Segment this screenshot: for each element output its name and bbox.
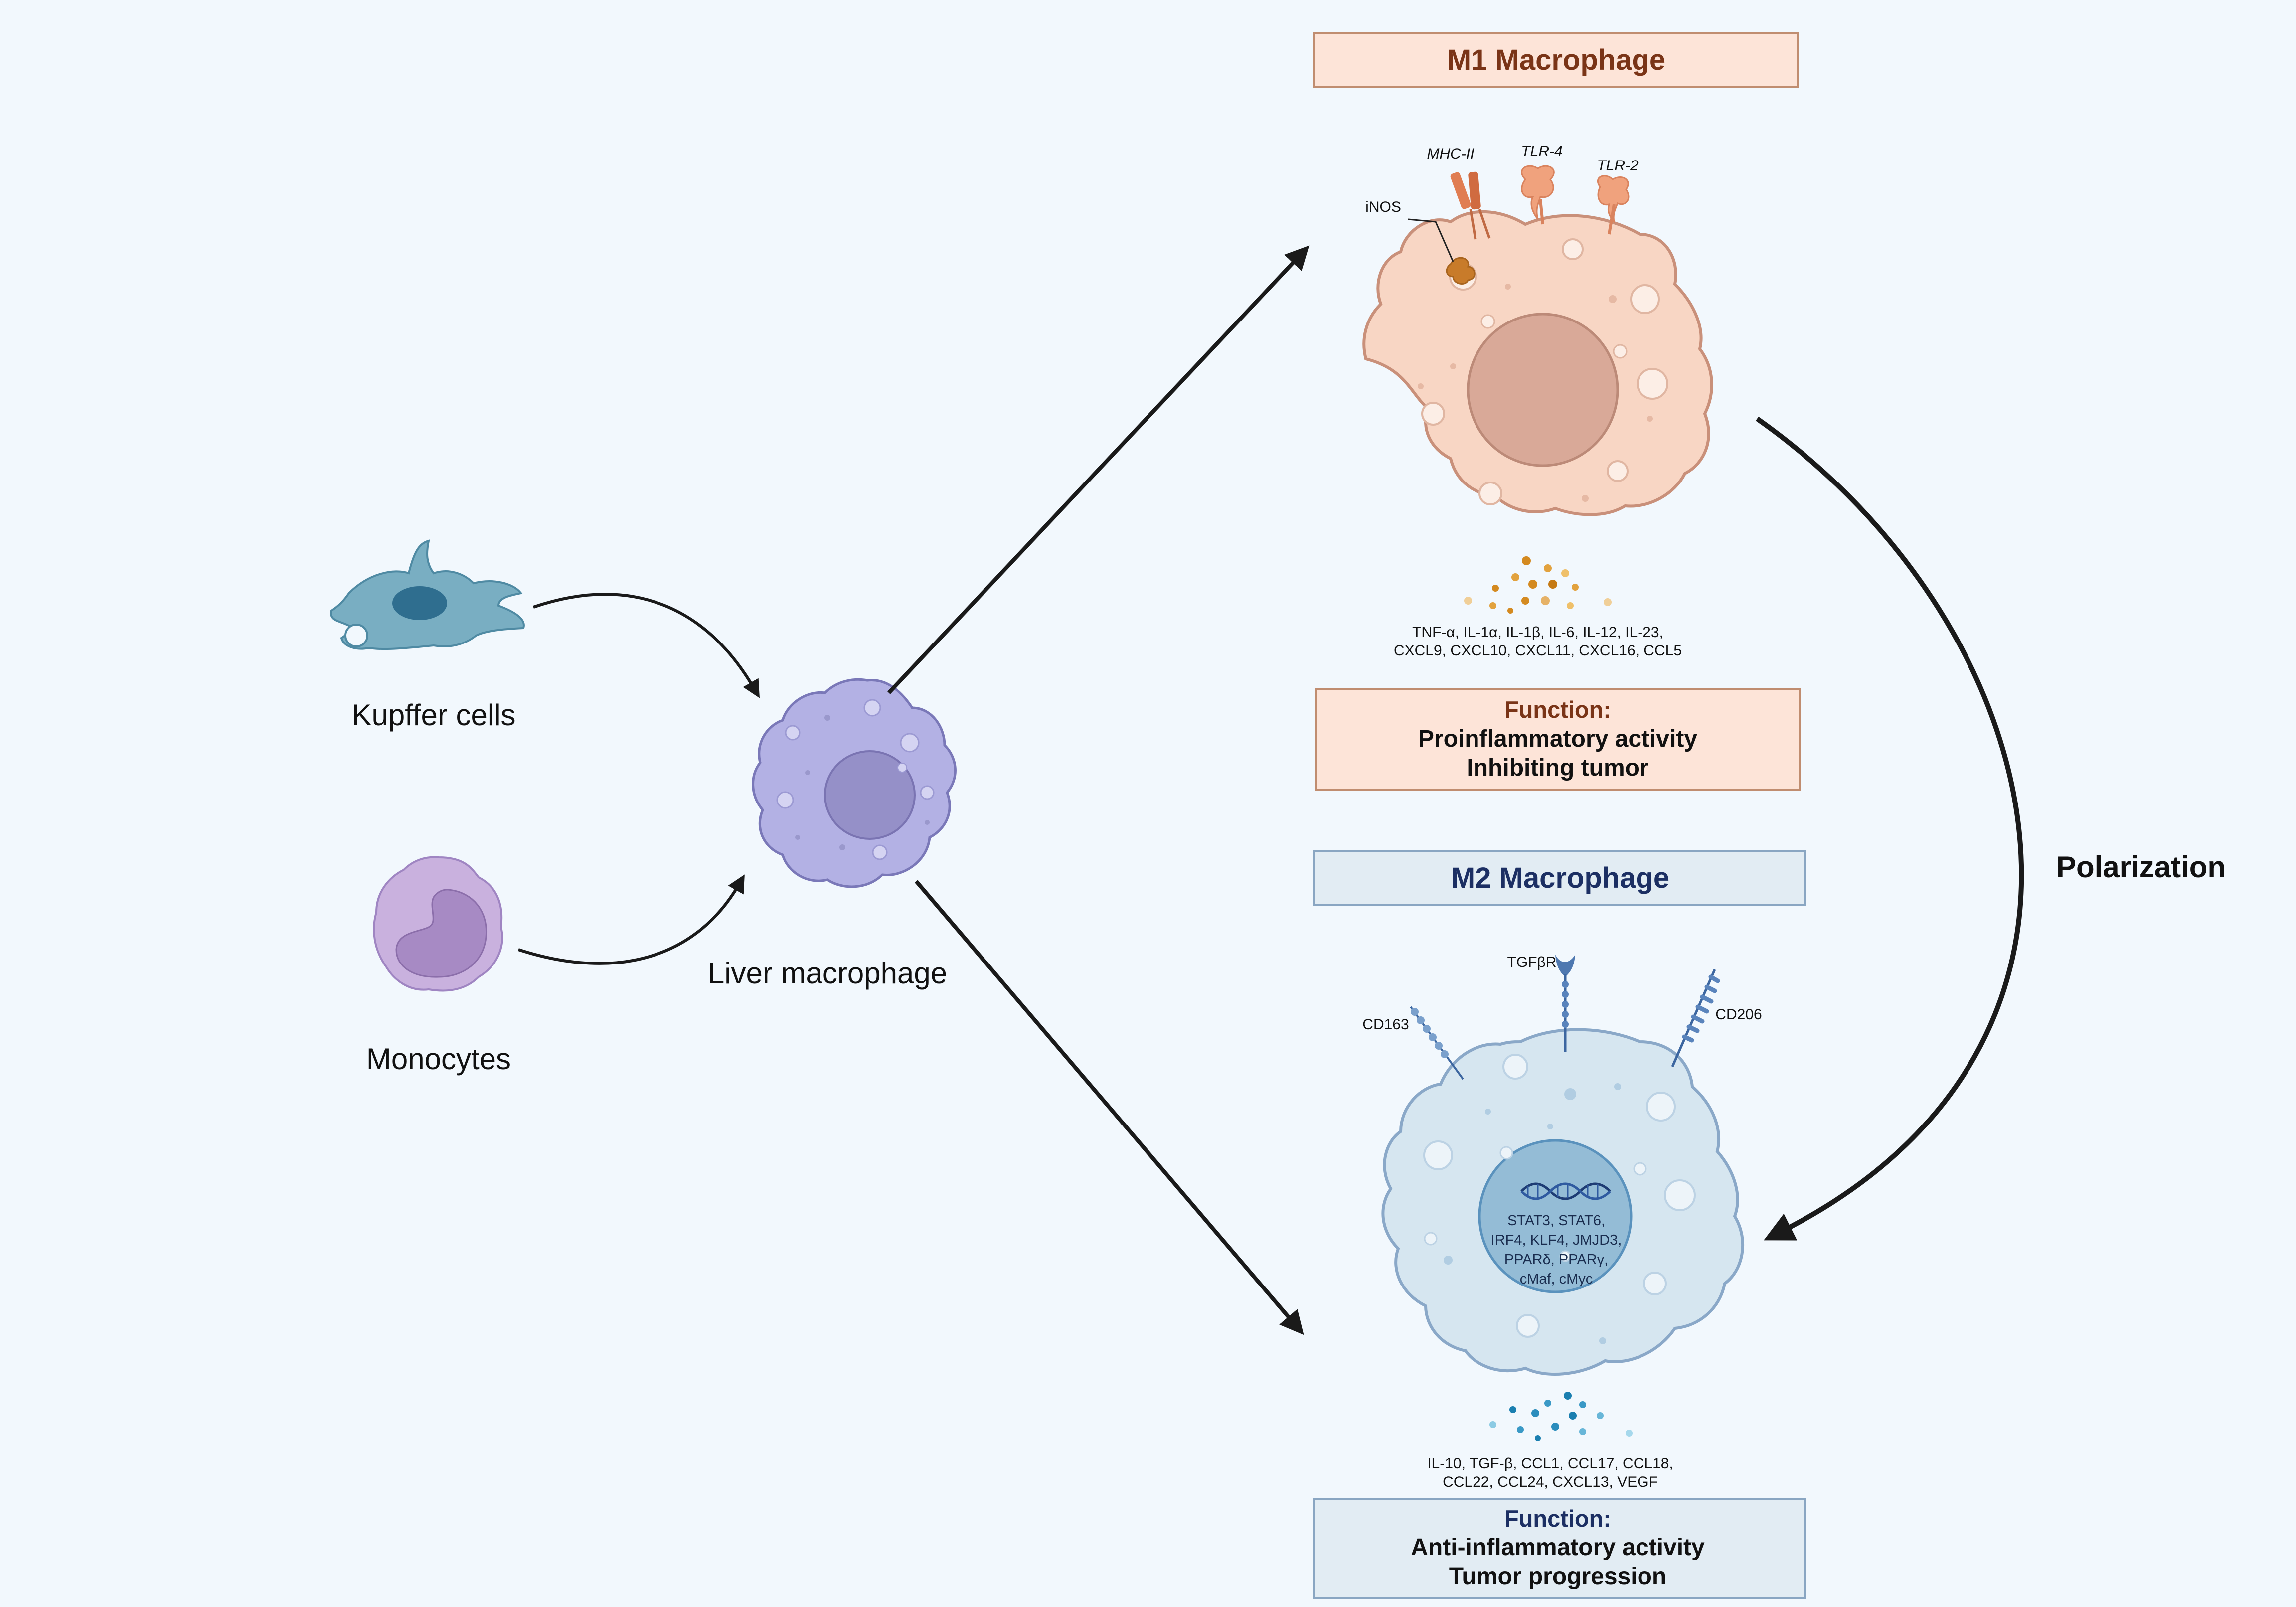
m1-function-heading: Function: (1504, 696, 1611, 723)
m2-function-line-1: Anti-inflammatory activity (1411, 1534, 1705, 1561)
m2-title: M2 Macrophage (1451, 862, 1669, 894)
m1-function-line-2: Inhibiting tumor (1467, 755, 1648, 781)
m2-receptor-cd163-label: CD163 (1362, 1016, 1409, 1033)
m1-title-box (1313, 32, 1799, 88)
liver-macrophage-label: Liver macrophage (708, 957, 947, 990)
m1-receptor-tlr-2-label: TLR-2 (1597, 158, 1639, 174)
m2-tf-line-4: cMaf, cMyc (1520, 1271, 1593, 1287)
liver-macrophage-cell-icon (752, 678, 957, 888)
m2-title-box (1313, 850, 1806, 906)
m2-tf-line-2: IRF4, KLF4, JMJD3, (1491, 1232, 1622, 1248)
polarization-arrow (1756, 416, 2024, 1241)
monocyte-cell-icon (373, 856, 503, 992)
m1-tlr-4-receptor-icon (1521, 165, 1555, 225)
m2-macrophage-cell-icon (1381, 1028, 1745, 1376)
m1-secreted-dots-icon (1464, 556, 1612, 614)
m1-secreted-line-1: TNF-α, IL-1α, IL-1β, IL-6, IL-12, IL-23, (1412, 624, 1663, 641)
m2-cd206-receptor-icon (1671, 969, 1720, 1067)
m1-secreted-line-2: CXCL9, CXCL10, CXCL11, CXCL16, CCL5 (1394, 643, 1682, 659)
m2-receptor-cd206-label: CD206 (1715, 1006, 1762, 1023)
m2-function-box (1313, 1498, 1806, 1599)
m1-receptor-tlr-4-label: TLR-4 (1521, 143, 1562, 160)
m2-tgfbr-receptor-icon (1555, 955, 1575, 1052)
kupffer-to-liver-arrow (533, 593, 760, 698)
m1-macrophage-cell-icon (1362, 210, 1713, 516)
monocyte-to-liver-arrow (518, 874, 745, 965)
m1-inos-enzyme-icon (1408, 218, 1476, 285)
m2-function-heading: Function: (1504, 1505, 1611, 1532)
m1-function-line-1: Proinflammatory activity (1418, 726, 1697, 752)
m1-receptor-mhc-ii-label: MHC-II (1427, 146, 1475, 162)
m1-function-box (1315, 688, 1801, 791)
polarization-label: Polarization (2056, 850, 2226, 884)
m1-title: M1 Macrophage (1447, 44, 1665, 76)
m1-inos-label: iNOS (1365, 199, 1401, 215)
m2-tf-line-3: PPARδ, PPARγ, (1504, 1252, 1608, 1268)
m2-secreted-dots-icon (1489, 1392, 1633, 1441)
m2-cd163-receptor-icon (1410, 1006, 1464, 1080)
liver-to-m1-arrow (887, 245, 1310, 694)
dna-helix-icon (1520, 1182, 1611, 1200)
m2-receptor-tgfbr-label: TGFβR (1507, 954, 1557, 970)
liver-to-m2-arrow (914, 880, 1304, 1335)
m2-tf-line-1: STAT3, STAT6, (1507, 1213, 1605, 1229)
m2-secreted-line-1: IL-10, TGF-β, CCL1, CCL17, CCL18, (1427, 1455, 1673, 1472)
m1-mhc-ii-receptor-icon (1450, 171, 1491, 240)
kupffer-cell-icon (330, 539, 525, 650)
m2-function-line-2: Tumor progression (1449, 1563, 1666, 1590)
kupffer-cells-label: Kupffer cells (351, 698, 515, 732)
m2-secreted-line-2: CCL22, CCL24, CXCL13, VEGF (1443, 1474, 1658, 1490)
monocytes-label: Monocytes (366, 1042, 511, 1076)
m1-tlr-2-receptor-icon (1597, 175, 1630, 235)
